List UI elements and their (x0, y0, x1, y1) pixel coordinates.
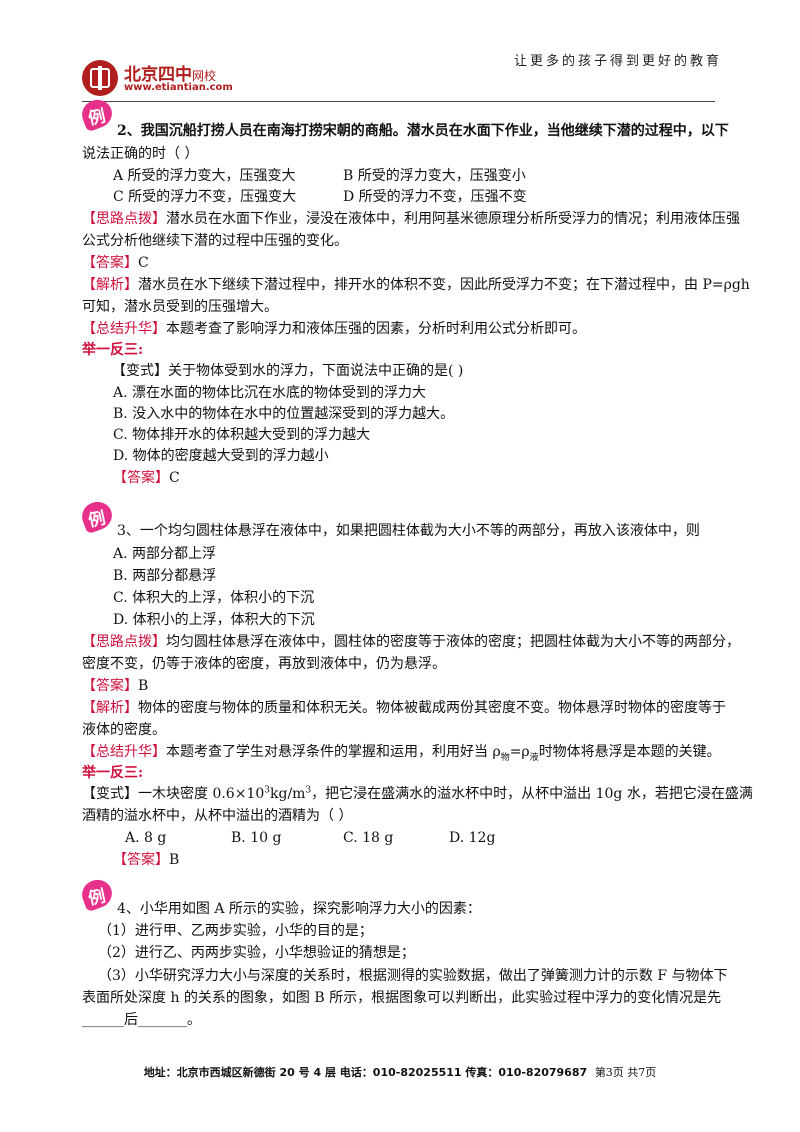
q2-hint-label: 【思路点拨】 (82, 211, 166, 227)
q2-variant-d: D. 物体的密度越大受到的浮力越小 (113, 448, 329, 464)
q2-option-a: A 所受的浮力变大，压强变大 (113, 168, 296, 184)
slogan: 让更多的孩子得到更好的教育 (513, 54, 722, 69)
q2-variant-a: A. 漂在水面的物体比沉在水底的物体受到的浮力大 (113, 385, 427, 401)
q3-summary-c: 时物体将悬浮是本题的关键。 (538, 744, 721, 760)
q4-sub3-line2: 表面所处深度 h 的关系的图象，如图 B 所示，根据图象可以判断出，此实验过程中… (82, 990, 722, 1006)
q2-option-d: D 所受的浮力不变，压强不变 (343, 189, 527, 205)
q3-variant-b: B. 10 g (231, 830, 282, 846)
q4-sub3-line3: ______后_______。 (82, 1012, 201, 1028)
q3-answer-label: 【答案】 (82, 678, 138, 694)
q2-stem-line2: 说法正确的时（ ） (82, 146, 199, 162)
q3-answer: B (138, 678, 149, 694)
logo: 北京四中网校 www.etiantian.com (82, 58, 252, 102)
q4-sub3-line1: （3）小华研究浮力大小与深度的关系时，根据测得的实验数据，做出了弹簧测力计的示数… (98, 968, 728, 984)
footer: 地址：北京市西城区新德街 20 号 4 层 电话：010-82025511 传真… (0, 1064, 800, 1080)
q3-option-b: B. 两部分都悬浮 (113, 568, 217, 584)
example-badge-icon: 例 (78, 95, 116, 134)
q3-variant-label: 【变式】 (82, 786, 138, 802)
q4-sub1: （1）进行甲、乙两步实验，小华的目的是； (98, 923, 373, 939)
q3-variant-line2: 酒精的溢水杯中，从杯中溢出的酒精为（ ） (82, 808, 353, 824)
q3-option-d: D. 体积小的上浮，体积大的下沉 (113, 612, 315, 628)
q2-practice-label: 举一反三: (82, 342, 144, 358)
footer-address: 地址：北京市西城区新德街 20 号 4 层 电话：010-82025511 传真… (143, 1066, 588, 1079)
q2-hint-line1: 潜水员在水面下作业，浸没在液体中，利用阿基米德原理分析所受浮力的情况；利用液体压… (166, 211, 740, 227)
q3-analysis-line1: 物体的密度与物体的质量和体积无关。物体被截成两份其密度不变。物体悬浮时物体的密度… (138, 700, 726, 716)
q3-option-c: C. 体积大的上浮，体积小的下沉 (113, 590, 315, 606)
q3-hint-line1: 均匀圆柱体悬浮在液体中，圆柱体的密度等于液体的密度；把圆柱体截为大小不等的两部分… (166, 634, 740, 650)
q3-hint-label: 【思路点拨】 (82, 634, 166, 650)
q2-answer-label: 【答案】 (82, 255, 138, 271)
q2-variant-b: B. 没入水中的物体在水中的位置越深受到的浮力越大。 (113, 406, 455, 422)
q4-stem: 4、小华用如图 A 所示的实验，探究影响浮力大小的因素： (117, 901, 481, 917)
logo-url: www.etiantian.com (124, 82, 233, 93)
q2-stem-line1: 2、我国沉船打捞人员在南海打捞宋朝的商船。潜水员在水面下作业，当他继续下潜的过程… (117, 123, 729, 139)
q2-answer: C (138, 255, 149, 271)
q2-summary-label: 【总结升华】 (82, 321, 166, 337)
q3-hint-line2: 密度不变，仍等于液体的密度，再放到液体中，仍为悬浮。 (82, 656, 446, 672)
q2-summary: 本题考查了影响浮力和液体压强的因素，分析时利用公式分析即可。 (166, 321, 586, 337)
example-badge-icon: 例 (78, 875, 116, 914)
q2-analysis-line2: 可知，潜水员受到的压强增大。 (82, 299, 278, 315)
q3-variant-sup1: 3 (264, 785, 270, 796)
q3-variant-sup2: 3 (305, 785, 312, 796)
q4-sub2: （2）进行乙、丙两步实验，小华想验证的猜想是； (98, 945, 415, 961)
q3-variant-d: D. 12g (449, 830, 496, 846)
q3-variant-line1-c: ，把它浸在盛满水的溢水杯中时，从杯中溢出 10g 水，若把它浸在盛满 (311, 786, 753, 802)
q3-summary-b: =ρ (509, 744, 530, 760)
q2-variant-answer-label: 【答案】 (113, 470, 169, 486)
q2-hint-line2: 公式分析他继续下潜的过程中压强的变化。 (82, 233, 348, 249)
school-emblem-icon (82, 60, 118, 96)
q3-variant-c: C. 18 g (343, 830, 394, 846)
q2-variant-c: C. 物体排开水的体积越大受到的浮力越大 (113, 427, 371, 443)
q3-variant-a: A. 8 g (125, 830, 167, 846)
q2-variant-answer: C (169, 470, 180, 486)
q3-summary-sub1: 物 (500, 752, 510, 763)
q3-variant-answer-label: 【答案】 (113, 852, 169, 868)
q2-analysis-line1: 潜水员在水下继续下潜过程中，排开水的体积不变，因此所受浮力不变；在下潜过程中，由… (138, 277, 750, 293)
q3-option-a: A. 两部分都上浮 (113, 546, 217, 562)
example-badge-icon: 例 (78, 497, 116, 536)
q2-option-c: C 所受的浮力不变，压强变大 (113, 189, 297, 205)
logo-sub: 网校 (192, 69, 217, 83)
q3-variant-line1-b: kg/m (270, 786, 306, 802)
q3-practice-label: 举一反三: (82, 765, 144, 781)
header-divider (82, 101, 715, 102)
q3-summary-sub2: 液 (529, 752, 539, 763)
q2-variant-stem: 【变式】关于物体受到水的浮力，下面说法中正确的是( ) (112, 363, 464, 379)
q2-option-b: B 所受的浮力变大，压强变小 (343, 168, 526, 184)
q3-analysis-line2: 液体的密度。 (82, 722, 166, 738)
q3-summary-label: 【总结升华】 (82, 744, 166, 760)
q3-variant-answer: B (169, 852, 180, 868)
q2-analysis-label: 【解析】 (82, 277, 138, 293)
q3-summary-a: 本题考查了学生对悬浮条件的掌握和运用，利用好当 ρ (166, 744, 501, 760)
logo-name: 北京四中 (124, 65, 192, 85)
q3-stem: 3、一个均匀圆柱体悬浮在液体中，如果把圆柱体截为大小不等的两部分，再放入该液体中… (117, 523, 700, 539)
q3-variant-line1-a: 一木块密度 0.6×10 (138, 786, 265, 802)
page-number: 第3页 共7页 (594, 1066, 657, 1079)
q3-analysis-label: 【解析】 (82, 700, 138, 716)
